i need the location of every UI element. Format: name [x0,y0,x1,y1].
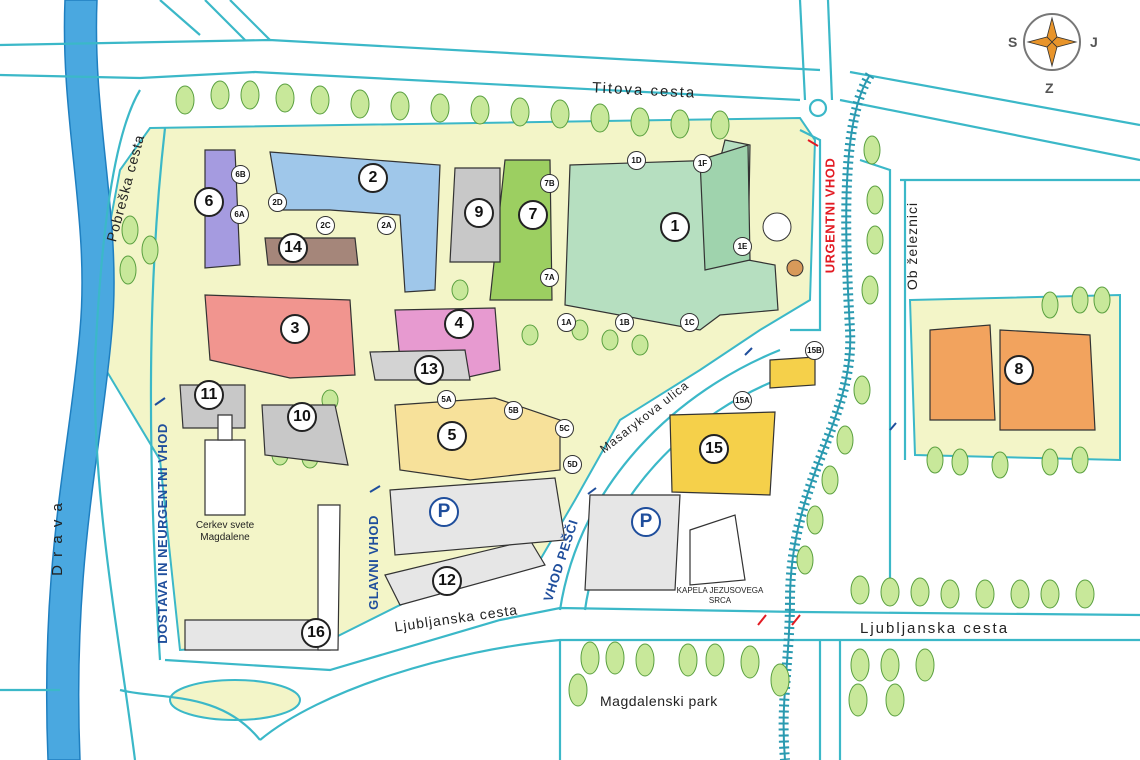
drava-river [45,0,115,760]
compass-east-letter: J [1090,34,1098,50]
building-4-marker[interactable]: 4 [444,309,474,339]
street-ob-zeleznici: Ob železnici [904,201,921,291]
building-2-marker[interactable]: 2 [358,163,388,193]
building-3-marker[interactable]: 3 [280,314,310,344]
helipad [762,212,792,242]
compass-rose [1023,13,1081,71]
building-6-shape [204,149,241,269]
trees [119,80,1111,717]
sub-6B-marker[interactable]: 6B [231,165,250,184]
sub-5B-marker[interactable]: 5B [504,401,523,420]
parking-east-marker[interactable]: P [631,507,661,537]
roundabout [808,98,828,118]
pond-grass [169,679,301,721]
building-3-shape [204,294,356,379]
building-11-marker[interactable]: 11 [194,380,224,410]
building-15b-shape [769,356,816,389]
building-15-marker[interactable]: 15 [699,434,729,464]
building-7-marker[interactable]: 7 [518,200,548,230]
building-16-marker[interactable]: 16 [301,618,331,648]
building-14-marker[interactable]: 14 [278,233,308,263]
sub-5D-marker[interactable]: 5D [563,455,582,474]
entrance-arrows [154,347,897,495]
sub-5C-marker[interactable]: 5C [555,419,574,438]
building-1-marker[interactable]: 1 [660,212,690,242]
building-13-marker[interactable]: 13 [414,355,444,385]
sub-7B-marker[interactable]: 7B [540,174,559,193]
building-16-tower [317,504,341,651]
sub-15A-marker[interactable]: 15A [733,391,752,410]
sub-1F-marker[interactable]: 1F [693,154,712,173]
chapel-caption: KAPELA JEZUSOVEGA SRCA [665,586,775,605]
building-5-shape [394,397,561,481]
sub-15B-marker[interactable]: 15B [805,341,824,360]
parking-main-marker[interactable]: P [429,497,459,527]
urgent-entrance-label: URGENTNI VHOD [822,157,838,274]
chapel-caption-line-1: KAPELA JEZUSOVEGA [676,586,764,595]
church-caption-line-2: Magdalene [200,532,250,543]
parking-main-shape [389,477,566,556]
building-12-marker[interactable]: 12 [432,566,462,596]
building-5-marker[interactable]: 5 [437,421,467,451]
church-tower [217,414,233,441]
main-entrance-label: GLAVNI VHOD [365,515,381,610]
church-shape [204,439,246,516]
compass-south-letter: Z [1045,80,1054,96]
parking-east-shape [584,494,681,591]
chapel-caption-line-2: SRCA [708,595,732,605]
delivery-entrance-label: DOSTAVA IN NEURGENTNI VHOD [154,423,170,644]
building-2-shape [269,151,441,293]
building-8-marker[interactable]: 8 [1004,355,1034,385]
sub-6A-marker[interactable]: 6A [230,205,249,224]
building-9-marker[interactable]: 9 [464,198,494,228]
sub-1E-marker[interactable]: 1E [733,237,752,256]
sub-7A-marker[interactable]: 7A [540,268,559,287]
building-6-marker[interactable]: 6 [194,187,224,217]
sub-1C-marker[interactable]: 1C [680,313,699,332]
sub-2A-marker[interactable]: 2A [377,216,396,235]
heli-marker [786,259,804,277]
compass-west-letter: S [1008,34,1018,50]
building-10-marker[interactable]: 10 [287,402,317,432]
church-caption: Cerkev svete Magdalene [180,520,270,544]
church-caption-line-1: Cerkev svete [195,520,255,531]
sub-2C-marker[interactable]: 2C [316,216,335,235]
building-12-shape [384,539,546,606]
sub-5A-marker[interactable]: 5A [437,390,456,409]
chapel-shape [689,514,746,586]
street-ljubljanska-right: Ljubljanska cesta [860,620,1010,637]
sub-2D-marker[interactable]: 2D [268,193,287,212]
building-8-shape [929,324,996,421]
sub-1D-marker[interactable]: 1D [627,151,646,170]
sub-1A-marker[interactable]: 1A [557,313,576,332]
urgent-arrows [757,139,819,626]
magdalenski-park-label: Magdalenski park [600,693,718,709]
sub-1B-marker[interactable]: 1B [615,313,634,332]
river-drava-label: D r a v a [48,501,66,576]
